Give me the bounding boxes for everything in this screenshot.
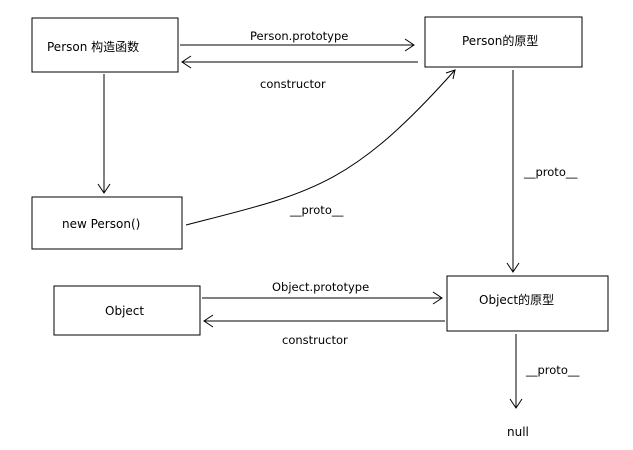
object-node: Object <box>53 285 201 336</box>
person-constructor-node: Person 构造函数 <box>31 17 179 73</box>
object-constructor-edge-label: constructor <box>282 333 348 347</box>
null-label: null <box>507 425 529 439</box>
person-proto-proto-edge-label: __proto__ <box>523 165 578 179</box>
object-proto-proto-edge-label: __proto__ <box>525 363 580 377</box>
person-prototype-node: Person的原型 <box>424 16 583 68</box>
object-prototype-arrow <box>202 291 443 305</box>
object-prototype-node: Object的原型 <box>446 275 609 332</box>
person-constructor-edge-label: constructor <box>260 77 326 91</box>
new-instance-arrow <box>97 74 111 194</box>
person-prototype-label: Person的原型 <box>462 33 538 48</box>
object-prototype-edge-label: Object.prototype <box>272 280 369 294</box>
instance-proto-arrow <box>185 69 456 226</box>
new-person-label: new Person() <box>62 217 140 231</box>
instance-proto-edge-label: __proto__ <box>289 203 344 217</box>
object-label: Object <box>105 304 144 318</box>
person-constructor-arrow <box>181 55 418 69</box>
person-proto-proto-arrow <box>506 70 520 273</box>
person-prototype-edge-label: Person.prototype <box>250 29 348 43</box>
object-constructor-arrow <box>203 314 445 328</box>
object-prototype-label: Object的原型 <box>479 292 554 307</box>
person-constructor-label: Person 构造函数 <box>47 39 139 54</box>
person-prototype-arrow <box>180 38 415 52</box>
new-person-node: new Person() <box>31 196 183 250</box>
object-proto-proto-arrow <box>509 334 523 409</box>
